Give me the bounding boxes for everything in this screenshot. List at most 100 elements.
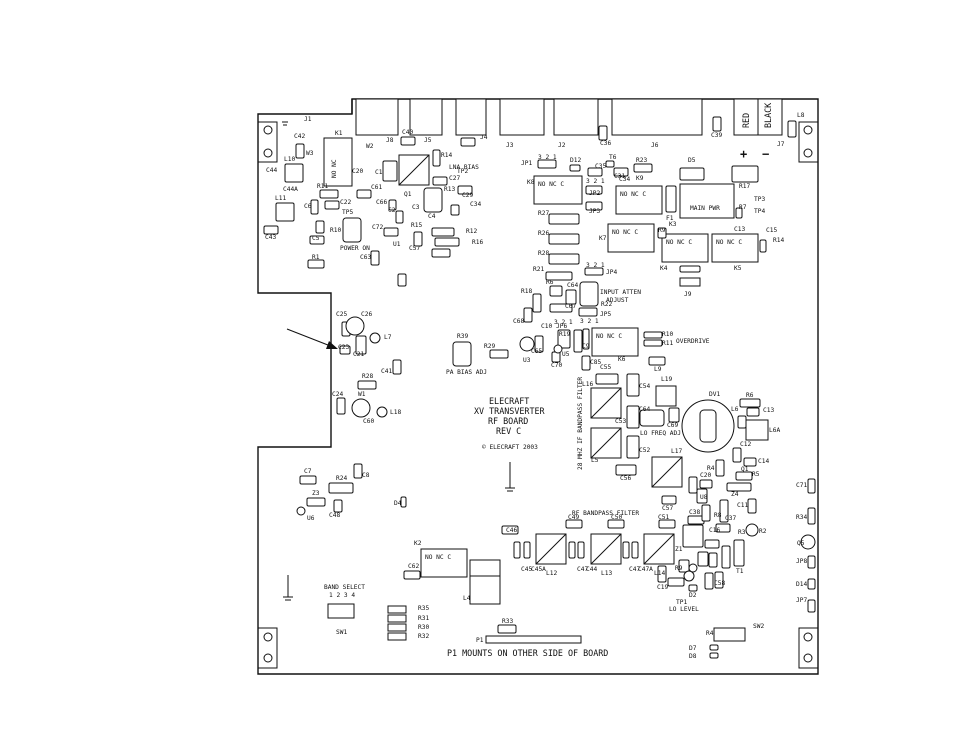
component-outline [565,289,577,305]
relay-k6: NO NC C [591,327,639,357]
component-outline [643,331,663,339]
refdes-label: K9 [636,175,644,182]
refdes-label: L18 [390,409,401,416]
refdes-label: R11 [317,183,328,190]
oscillator-dv1 [681,399,769,453]
component-outline [658,519,676,529]
component-outline [489,349,509,359]
refdes-label: C44 [586,566,597,573]
component-outline [759,239,767,253]
jumper-jp4-pins: 3 2 1 [586,262,605,269]
refdes-label: C71 [796,482,807,489]
refdes-label: R27 [538,210,549,217]
lna-bias-label: LNA BIAS [449,164,479,171]
band-select-switch [327,603,355,619]
refdes-label: C47 [629,566,640,573]
refdes-label: DV1 [709,391,720,398]
component-outline [355,335,367,355]
component-outline [622,541,630,559]
component-outline [513,541,521,559]
relay-k7: NO NC C [607,223,655,253]
refdes-label: R19 [559,331,570,338]
black-label: BLACK [763,102,773,128]
svg-text:NO NC C: NO NC C [666,239,692,246]
refdes-label: R6 [746,392,754,399]
refdes-label: C49 [568,514,579,521]
maker-label: ELECRAFT [489,396,529,406]
refdes-label: R28 [362,373,373,380]
component-outline [548,213,580,225]
refdes-label: C51 [658,514,669,521]
component-outline [731,165,759,183]
refdes-label: C45 [521,566,532,573]
refdes-label: R7 [739,204,747,211]
component-outline [519,336,535,352]
component-outline [665,185,677,213]
refdes-label: C38 [689,509,700,516]
refdes-label: R8 [714,512,722,519]
lo-freq-label: LO FREQ ADJ [640,430,681,437]
component-outline [369,332,381,344]
relay-k1: NO NC [323,137,353,187]
refdes-label: C27 [449,175,460,182]
component-outline [582,328,590,350]
component-outline [733,539,745,567]
refdes-label: C39 [711,132,722,139]
refdes-label: JP5 [600,311,611,318]
refdes-label: Z4 [731,491,739,498]
refdes-label: SW2 [753,623,764,630]
refdes-label: L7 [384,334,392,341]
refdes-label: C2 [388,207,396,214]
component-outline [310,199,319,215]
refdes-label: TP3 [754,196,765,203]
refdes-label: C63 [360,254,371,261]
component-outline [747,498,757,514]
component-outline [688,476,698,494]
component-outline [357,380,377,390]
if-filter-label: 28 MHZ IF BANDPASS FILTER [577,377,584,470]
refdes-label: C20 [700,472,711,479]
refdes-label: C69 [667,422,678,429]
refdes-label: R12 [466,228,477,235]
refdes-label: R31 [418,615,429,622]
refdes-label: C6 [304,203,312,210]
refdes-label: C8 [362,472,370,479]
refdes-label: K7 [599,235,607,242]
refdes-label: Q1 [741,466,749,473]
refdes-label: C34 [619,176,630,183]
relay-k9: NO NC C [615,185,663,215]
refdes-label: D8 [689,653,697,660]
component-outline [351,398,371,418]
p1-note: P1 MOUNTS ON OTHER SIDE OF BOARD [447,648,608,658]
refdes-label: R6 [546,279,554,286]
refdes-label: L14 [654,570,665,577]
refdes-label: L6A [769,427,780,434]
refdes-label: C15 [766,227,777,234]
component-outline [395,210,404,224]
component-outline [432,149,441,167]
relay-k8: NO NC C [533,175,583,205]
pot-power-on [342,217,362,243]
input-atten-label: INPUT ATTEN [600,289,641,296]
component-outline [709,644,719,651]
refdes-label: C42 [294,133,305,140]
mount-corner-br [798,627,819,669]
component-outline [648,356,666,366]
svg-text:NO NC: NO NC [331,159,338,178]
component-outline [735,207,743,219]
refdes-label: L13 [601,570,612,577]
component-outline [545,271,573,281]
component-outline [569,164,581,172]
component-outline [633,163,653,173]
refdes-label: C48 [329,512,340,519]
overdrive-label: OVERDRIVE [676,338,710,345]
component-outline [668,407,680,423]
component-outline [263,225,279,235]
component-outline [551,351,561,363]
refdes-label: L8 [797,112,805,119]
refdes-label: L5 [591,457,599,464]
refdes-label: D7 [689,645,697,652]
minor-components [263,116,816,659]
refdes-label: C44 [266,167,277,174]
